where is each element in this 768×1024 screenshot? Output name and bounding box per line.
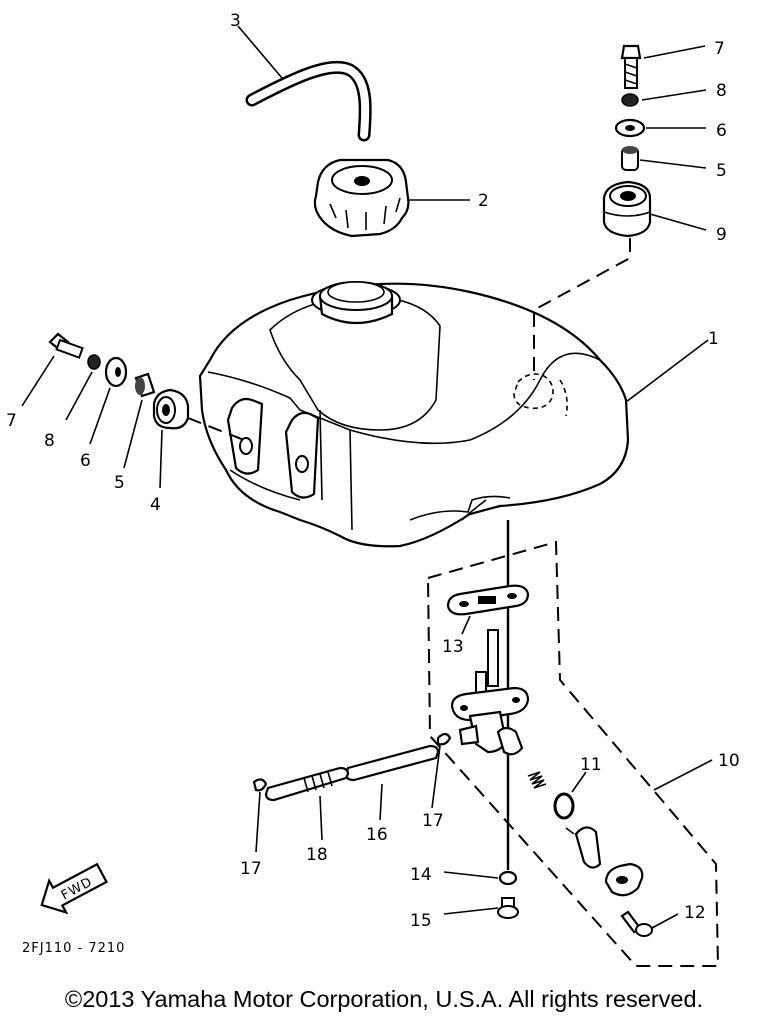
callout-1: 1 — [708, 329, 719, 349]
callout-5-left: 5 — [114, 473, 125, 493]
callout-2: 2 — [478, 191, 489, 211]
diagram-code: 2FJ110 - 7210 — [22, 941, 125, 956]
fuel-cock-assembly — [426, 520, 720, 967]
callout-14: 14 — [410, 865, 432, 885]
fuel-cap — [313, 158, 470, 238]
callout-17-left: 17 — [240, 859, 262, 879]
callout-5-right: 5 — [716, 161, 727, 181]
fwd-arrow-icon: FWD — [40, 862, 108, 915]
callout-6-right: 6 — [716, 121, 727, 141]
left-mount-stack — [21, 332, 245, 489]
fuel-tank — [198, 281, 709, 548]
callout-3: 3 — [230, 11, 241, 31]
callout-labels: 1 2 3 4 5 5 6 6 7 7 8 8 9 10 11 12 13 14… — [6, 11, 740, 931]
callout-6-left: 6 — [80, 451, 91, 471]
callout-8-left: 8 — [44, 431, 55, 451]
breather-hose — [237, 25, 372, 142]
callout-9: 9 — [716, 225, 727, 245]
fuel-tank-exploded-diagram: 1 2 3 4 5 5 6 6 7 7 8 8 9 10 11 12 13 14… — [6, 11, 740, 967]
callout-17-right: 17 — [422, 811, 444, 831]
copyright-notice: ©2013 Yamaha Motor Corporation, U.S.A. A… — [64, 986, 704, 1012]
callout-7-right: 7 — [714, 39, 725, 59]
callout-4: 4 — [150, 495, 161, 515]
fuel-pipes — [252, 732, 452, 853]
callout-18: 18 — [306, 845, 328, 865]
callout-8-right: 8 — [716, 81, 727, 101]
callout-15: 15 — [410, 911, 432, 931]
callout-12: 12 — [684, 903, 706, 923]
callout-16: 16 — [366, 825, 388, 845]
callout-7-left: 7 — [6, 411, 17, 431]
right-mount-stack — [533, 44, 707, 380]
callout-10: 10 — [718, 751, 740, 771]
callout-11: 11 — [580, 755, 602, 775]
callout-13: 13 — [442, 637, 464, 657]
